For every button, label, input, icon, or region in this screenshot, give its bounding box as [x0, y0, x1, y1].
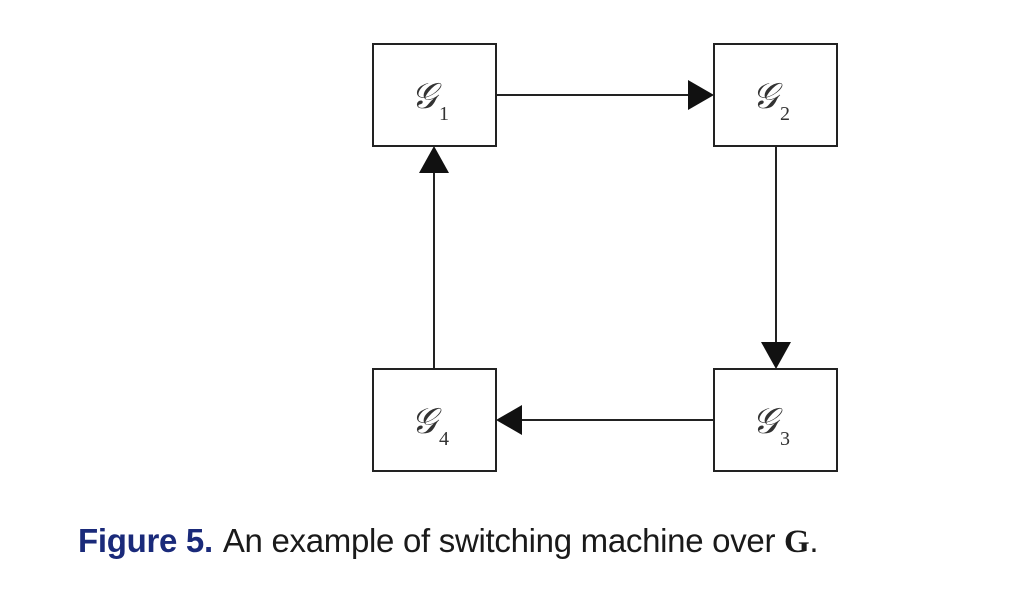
node-g3-subscript: 3 — [780, 428, 790, 450]
arrowhead-g2 — [688, 80, 714, 110]
node-g2-box — [713, 43, 838, 147]
node-g3-box — [713, 368, 838, 472]
figure-label: Figure 5. — [78, 522, 213, 559]
node-g2: 𝒢 2 — [713, 43, 838, 147]
node-g3: 𝒢 3 — [713, 368, 838, 472]
node-g4-box — [372, 368, 497, 472]
switching-machine-diagram: 𝒢 1 𝒢 2 𝒢 3 𝒢 4 — [372, 43, 838, 472]
node-g4-subscript: 4 — [439, 428, 449, 450]
figure-caption: Figure 5.An example of switching machine… — [78, 522, 819, 561]
node-g4: 𝒢 4 — [372, 368, 497, 472]
arrowhead-g1 — [419, 146, 449, 173]
caption-symbol: G — [784, 524, 810, 560]
arrowhead-g4 — [496, 405, 522, 435]
caption-end: . — [809, 522, 819, 559]
node-g1-box — [372, 43, 497, 147]
node-g2-subscript: 2 — [780, 103, 790, 125]
caption-text: An example of switching machine over — [222, 522, 785, 559]
node-g1-subscript: 1 — [439, 103, 449, 125]
arrowhead-g3 — [761, 342, 791, 369]
node-g1: 𝒢 1 — [372, 43, 497, 147]
